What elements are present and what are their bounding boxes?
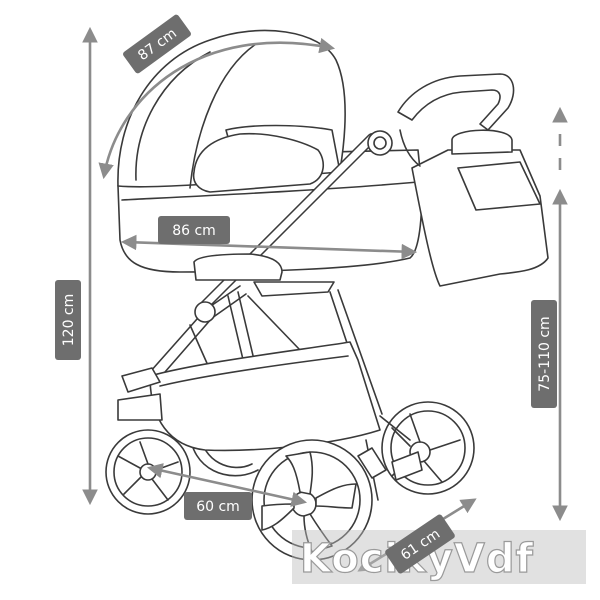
label-wheelbase-text: 60 cm (196, 499, 240, 515)
rear-axle-cover (117, 393, 163, 421)
label-total-height-text: 120 cm (61, 294, 77, 347)
brake-pedal (357, 447, 387, 479)
watermark-text: KocikyVdf (300, 536, 534, 582)
label-carrycot-length: 86 cm (158, 216, 230, 244)
changing-bag (399, 129, 549, 287)
watermark: KocikyVdf (292, 530, 586, 584)
wheelbase-arrow (146, 463, 308, 507)
label-carrycot-length-text: 86 cm (172, 223, 216, 239)
handlebar (194, 73, 515, 323)
shopping-basket (149, 341, 381, 452)
label-handle-height: 75-110 cm (531, 300, 557, 408)
canopy-arc-arrow (98, 37, 336, 180)
label-total-height: 120 cm (55, 280, 81, 360)
stroller-drawing (105, 29, 549, 561)
label-wheelbase: 60 cm (184, 492, 252, 520)
carrycot-adapter (193, 253, 283, 281)
rear-left-wheel (105, 429, 191, 515)
label-handle-height-text: 75-110 cm (537, 316, 553, 391)
footrest (121, 367, 161, 393)
